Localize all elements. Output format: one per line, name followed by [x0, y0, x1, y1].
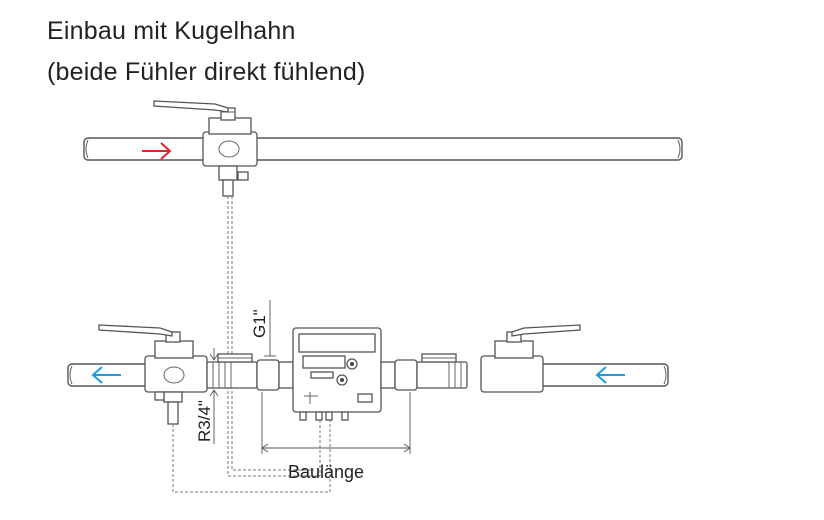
g1-dimension: G1" — [250, 300, 276, 357]
heat-meter — [292, 327, 382, 421]
return-ball-valve-left — [98, 324, 208, 425]
g1-label: G1" — [250, 309, 269, 338]
r34-label: R3/4" — [195, 400, 214, 442]
supply-flow-arrow-icon — [142, 142, 172, 160]
lower-sensor-cable — [172, 420, 331, 493]
r34-adapter — [206, 353, 294, 391]
baulaenge-label: Baulänge — [288, 462, 364, 482]
return-flow-arrow-left-icon — [91, 366, 121, 384]
right-coupling — [380, 353, 468, 391]
supply-pipe — [83, 137, 683, 161]
return-flow-arrow-right-icon — [595, 366, 625, 384]
return-ball-valve-right — [480, 324, 581, 393]
baulaenge-dimension: Baulänge — [261, 392, 411, 482]
r34-dimension: R3/4" — [195, 348, 219, 444]
diagram-subtitle: (beide Fühler direkt fühlend) — [47, 58, 366, 86]
diagram-title: Einbau mit Kugelhahn — [47, 17, 296, 45]
return-pipe-right — [519, 363, 669, 387]
